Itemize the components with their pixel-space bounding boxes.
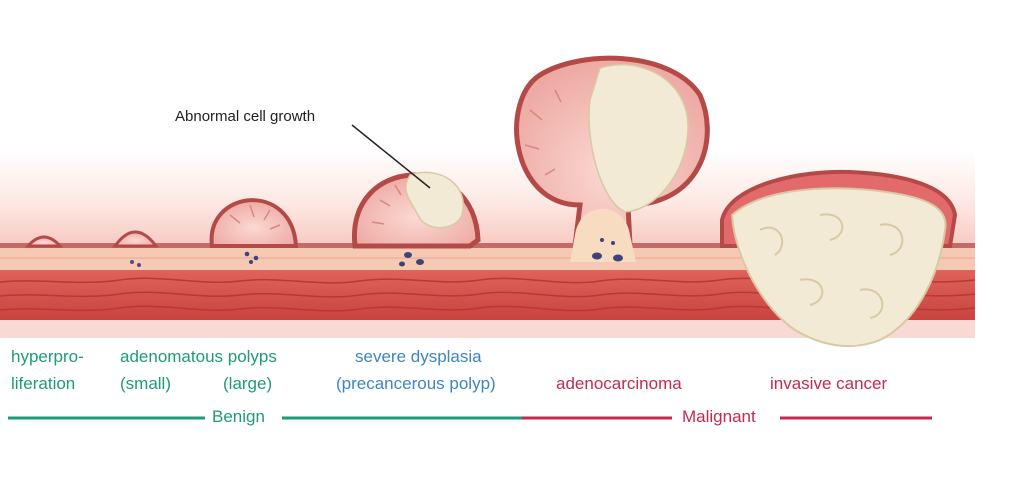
adenocarcinoma-tumor — [588, 63, 689, 213]
stage-adenomatous-large: (large) — [223, 374, 273, 393]
benign-label: Benign — [206, 407, 271, 427]
invasive-tumor-mass — [730, 187, 947, 347]
stage-adenomatous-polyps: adenomatous polyps — [120, 347, 277, 366]
malignant-label: Malignant — [676, 407, 762, 427]
stage-hyperproliferation-line1: hyperpro- — [11, 347, 84, 366]
stage-precancerous-polyp: (precancerous polyp) — [336, 374, 496, 393]
large-polyp — [209, 198, 299, 248]
hyperproliferation-bump — [24, 235, 64, 248]
mucosa-surface — [0, 243, 975, 248]
stage-hyperproliferation-line2: liferation — [11, 374, 76, 393]
stage-adenomatous-small: (small) — [120, 374, 171, 393]
adenocarcinoma-stalk — [570, 208, 636, 262]
stage-adenocarcinoma: adenocarcinoma — [556, 374, 682, 393]
stage-severe-dysplasia: severe dysplasia — [355, 347, 482, 366]
abnormal-cell-growth-label: Abnormal cell growth — [175, 108, 316, 125]
serosa-layer — [0, 320, 975, 338]
callout-pointer — [351, 124, 431, 189]
stage-invasive-cancer: invasive cancer — [770, 374, 888, 393]
small-polyp — [112, 230, 160, 248]
abnormal-cell-cluster — [405, 171, 465, 229]
